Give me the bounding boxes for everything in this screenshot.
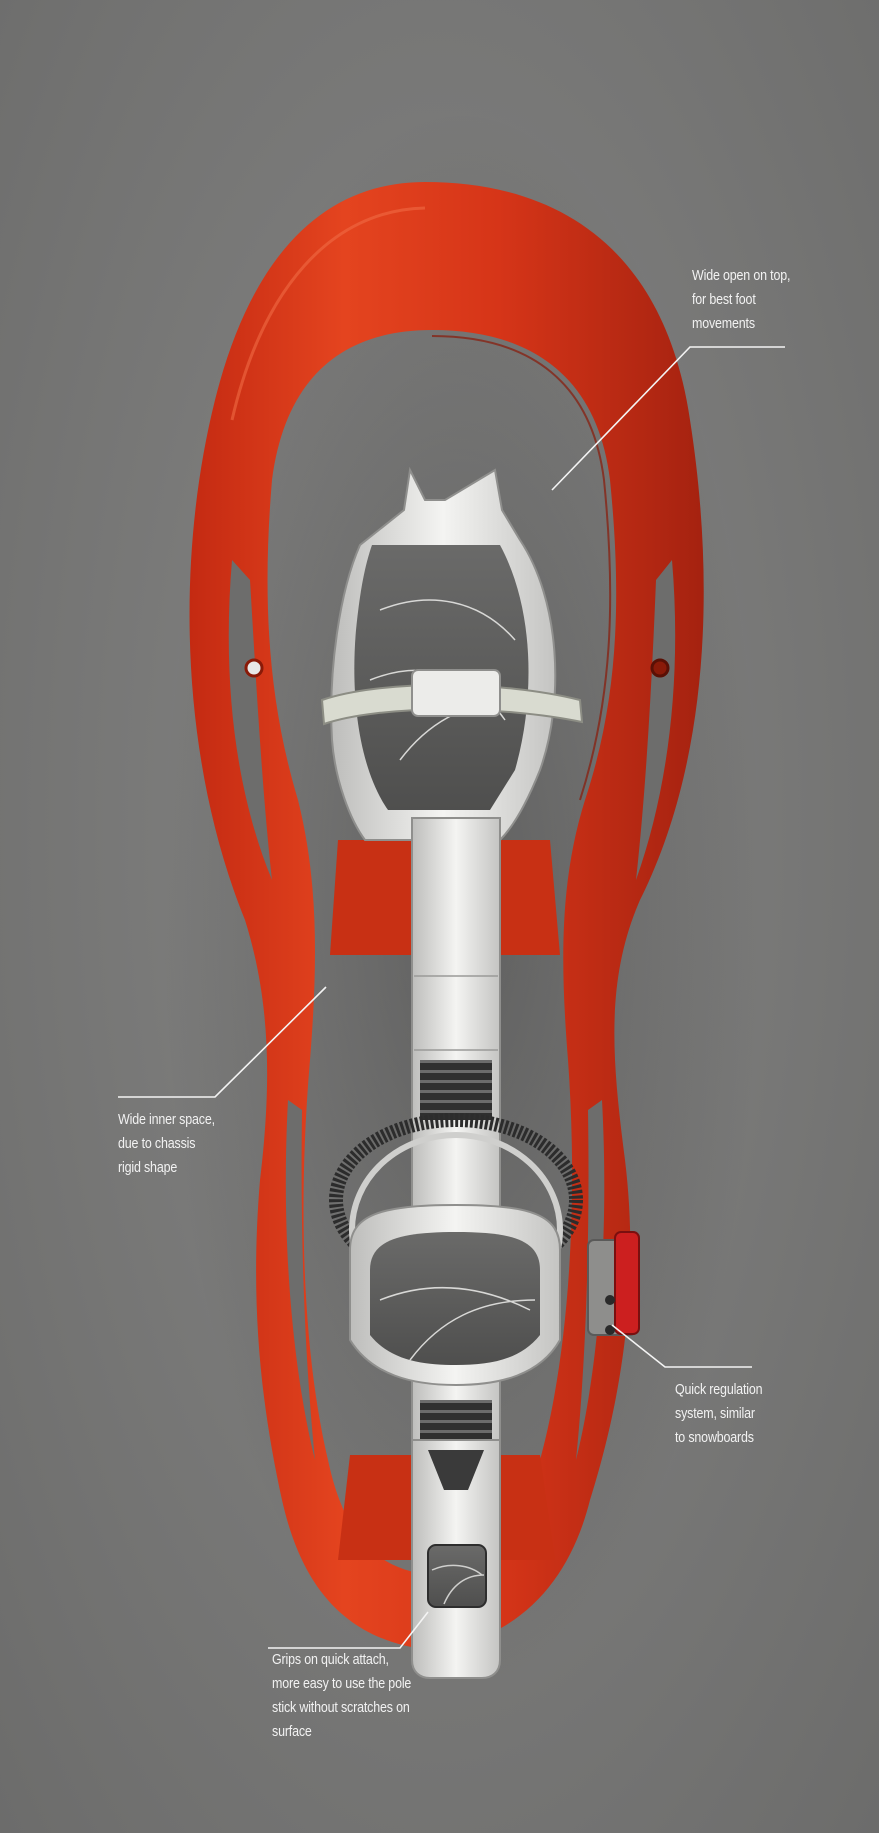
leader-inner <box>118 986 327 1098</box>
rivet-right <box>650 658 670 678</box>
frame-inner-edge <box>431 335 612 801</box>
callout-line: Quick regulation <box>675 1382 763 1398</box>
callout-line: movements <box>692 316 755 332</box>
rear-ridges <box>420 1400 492 1445</box>
callout-line: surface <box>272 1724 312 1740</box>
callout-line: due to chassis <box>118 1136 196 1152</box>
spine-ridges <box>420 1060 492 1120</box>
callout-quick-regulation: Quick regulation system, similar to snow… <box>675 1378 763 1450</box>
leader-top <box>551 346 785 491</box>
grip-emblem <box>428 1450 484 1490</box>
grip-pad-lines <box>431 1564 485 1605</box>
regulation-screw <box>605 1295 615 1305</box>
callout-line: system, similar <box>675 1406 755 1422</box>
callout-line: Wide open on top, <box>692 268 791 284</box>
callout-top-opening: Wide open on top, for best foot movement… <box>692 264 790 336</box>
grip-pad <box>427 1544 487 1608</box>
heel-ratchet-ring <box>329 1113 583 1287</box>
callout-line: stick without scratches on <box>272 1700 410 1716</box>
toe-strap-buckle <box>411 669 501 717</box>
regulation-lever <box>614 1231 640 1335</box>
callout-grips: Grips on quick attach, more easy to use … <box>272 1648 411 1744</box>
binding-spine <box>411 817 501 1499</box>
leader-regulation <box>611 1324 752 1368</box>
callout-line: to snowboards <box>675 1430 754 1446</box>
leader-grips <box>268 1611 429 1649</box>
heel-pad-lines <box>379 1286 536 1361</box>
callout-line: for best foot <box>692 292 756 308</box>
heel-pad <box>370 1232 540 1365</box>
regulation-screw-2 <box>605 1325 615 1335</box>
frame-slot-left <box>228 560 272 880</box>
callout-line: Grips on quick attach, <box>272 1652 389 1668</box>
snowshoe-frame <box>189 182 704 1650</box>
frame-slot-right <box>636 560 676 880</box>
callout-line: more easy to use the pole <box>272 1676 412 1692</box>
callout-line: rigid shape <box>118 1160 178 1176</box>
callout-inner-space: Wide inner space, due to chassis rigid s… <box>118 1108 215 1180</box>
rivet-left <box>244 658 264 678</box>
callout-line: Wide inner space, <box>118 1112 215 1128</box>
frame-highlight <box>230 206 426 421</box>
frame-slot-left-lower <box>285 1100 315 1460</box>
